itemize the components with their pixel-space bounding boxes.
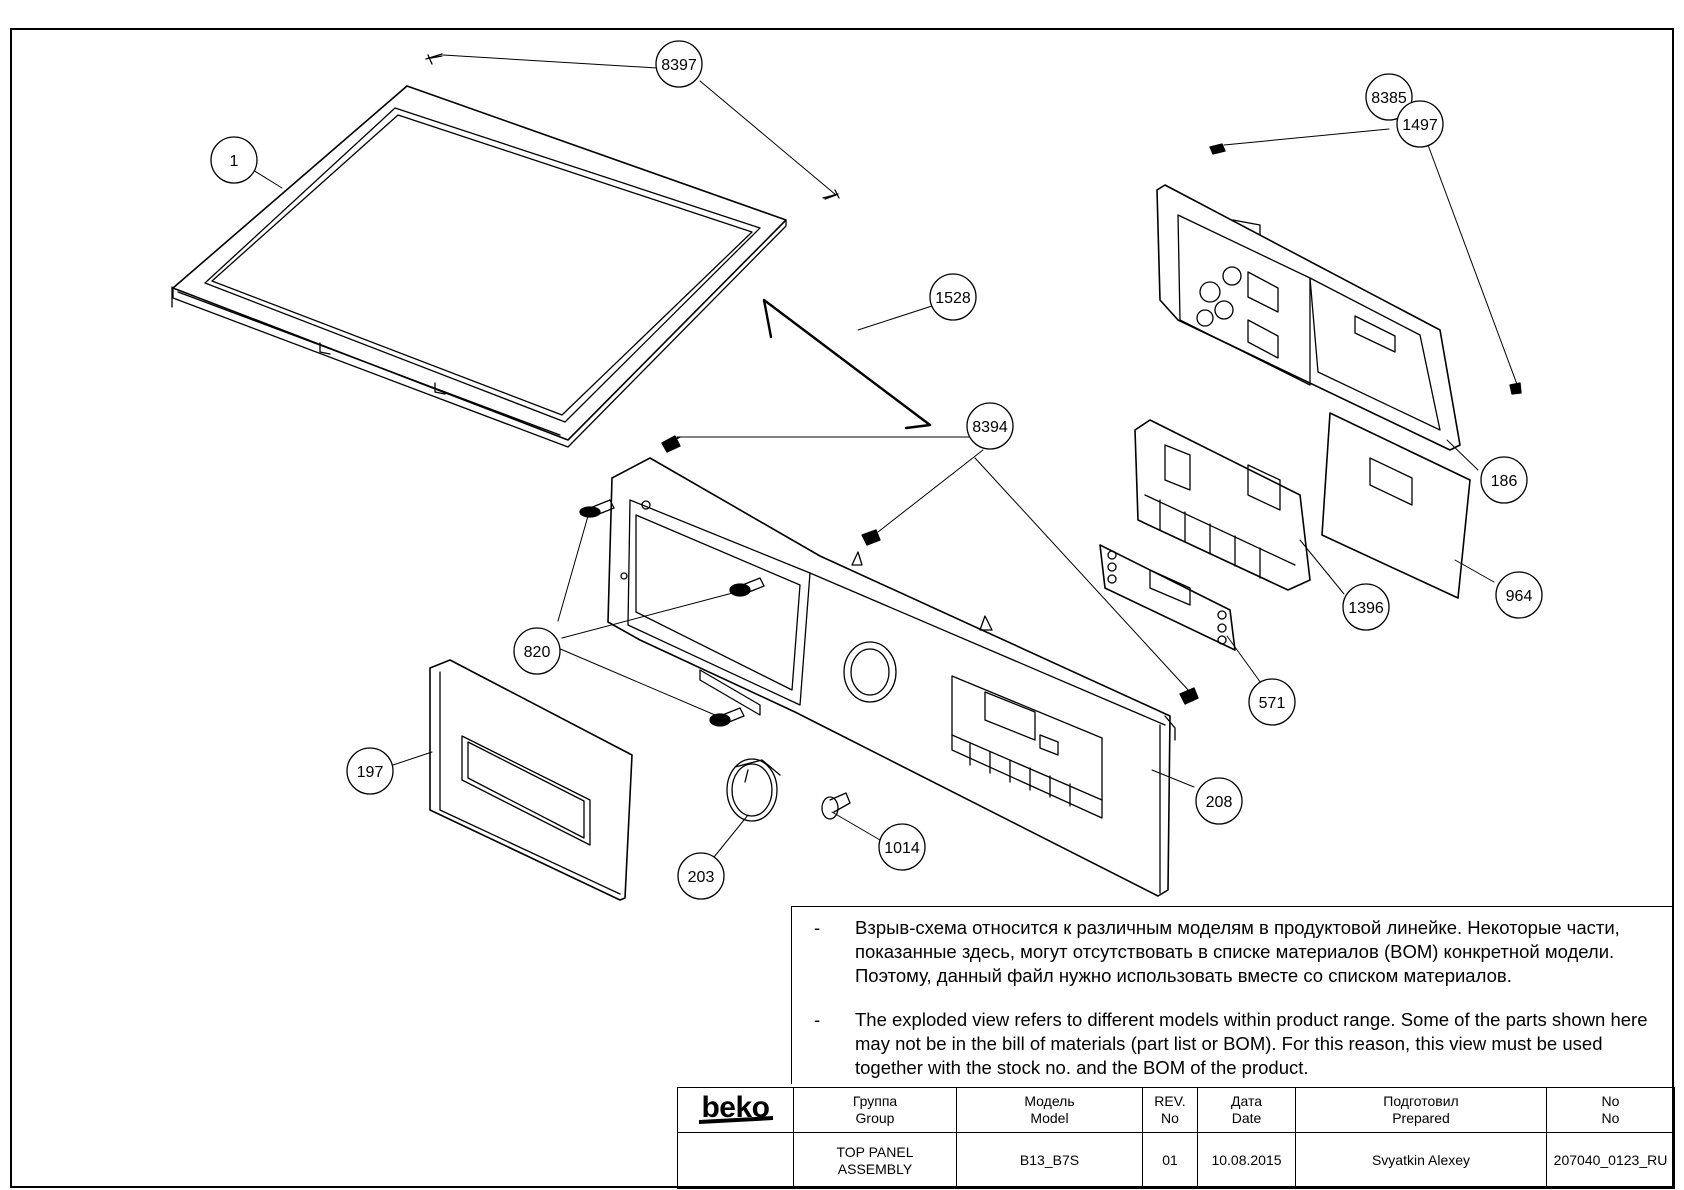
callout-208: 208 <box>1195 777 1243 825</box>
note-text-en: The exploded view refers to different mo… <box>855 1009 1648 1078</box>
date-value: 10.08.2015 <box>1197 1132 1296 1189</box>
callout-label: 1014 <box>884 840 920 857</box>
callout-label: 1 <box>230 153 239 170</box>
callout-label: 820 <box>524 644 551 661</box>
callout-8397: 8397 <box>655 40 703 88</box>
callout-571: 571 <box>1248 678 1296 726</box>
pcb-frame-part <box>1156 184 1461 451</box>
callout-197: 197 <box>346 747 394 795</box>
model-value: B13_B7S <box>956 1132 1143 1189</box>
callout-1396: 1396 <box>1342 583 1390 631</box>
leader-lines <box>252 54 1519 863</box>
rev-header: REV.No <box>1142 1087 1198 1133</box>
beko-logo: beko <box>701 1090 770 1124</box>
shaft-part <box>821 792 851 820</box>
callout-circle <box>1195 777 1243 825</box>
note-text-ru: Взрыв-схема относится к различным моделя… <box>855 917 1620 986</box>
screw-8394-c <box>1179 687 1199 705</box>
key-panel-part <box>1099 544 1236 651</box>
callout-1528: 1528 <box>929 273 977 321</box>
callout-964: 964 <box>1495 571 1543 619</box>
prepared-value: Svyatkin Alexey <box>1295 1132 1547 1189</box>
screw-1497-b <box>1509 382 1522 395</box>
knob-part <box>726 758 781 822</box>
callout-circle <box>966 402 1014 450</box>
cover-plate-part <box>1321 412 1471 599</box>
callout-label: 8385 <box>1371 90 1407 107</box>
callout-1: 1 <box>210 136 258 184</box>
screw-1497-a <box>1209 143 1226 155</box>
callout-1014: 1014 <box>878 823 926 871</box>
note-bullet: - <box>814 917 821 938</box>
rod-1528-part <box>762 298 932 430</box>
callout-label: 186 <box>1491 473 1518 490</box>
rev-value: 01 <box>1142 1132 1198 1189</box>
callout-label: 1528 <box>935 290 971 307</box>
callout-203: 203 <box>677 852 725 900</box>
latch-820-c <box>709 707 745 727</box>
callout-circle <box>210 136 258 184</box>
callout-circle <box>1248 678 1296 726</box>
callout-label: 8394 <box>972 419 1008 436</box>
callout-circle <box>1495 571 1543 619</box>
top-panel-part <box>171 85 787 448</box>
callout-circle <box>513 627 561 675</box>
callout-circle <box>1342 583 1390 631</box>
callout-circle <box>677 852 725 900</box>
latch-820-b <box>729 577 765 597</box>
callout-8385: 8385 <box>1365 73 1413 121</box>
screw-8394-b <box>861 529 881 546</box>
callout-circle <box>1396 100 1444 148</box>
callout-circle <box>346 747 394 795</box>
callout-186: 186 <box>1480 456 1528 504</box>
callout-8394: 8394 <box>966 402 1014 450</box>
callout-circle <box>878 823 926 871</box>
callout-label: 571 <box>1259 695 1286 712</box>
button-holder-part <box>1134 419 1311 591</box>
screw-8397-a <box>425 53 443 65</box>
latch-820-a <box>579 499 615 518</box>
callout-label: 964 <box>1506 588 1533 605</box>
callout-label: 1396 <box>1348 600 1384 617</box>
callout-label: 203 <box>688 869 715 886</box>
callout-label: 8397 <box>661 57 697 74</box>
control-panel-part <box>607 457 1176 897</box>
brand-logo: beko <box>677 1087 794 1133</box>
screw-8394-a <box>661 435 681 453</box>
logo-blank-cell <box>677 1132 794 1189</box>
callout-circle <box>929 273 977 321</box>
callout-label: 208 <box>1206 794 1233 811</box>
notes-box: - Взрыв-схема относится к различным моде… <box>791 906 1674 1084</box>
callout-1497: 1497 <box>1396 100 1444 148</box>
note-bullet: - <box>814 1009 821 1030</box>
callout-circle <box>655 40 703 88</box>
callout-820: 820 <box>513 627 561 675</box>
callout-circle <box>1365 73 1413 121</box>
callout-label: 197 <box>357 764 384 781</box>
number-value: 207040_0123_RU <box>1546 1132 1675 1189</box>
callout-label: 1497 <box>1402 117 1438 134</box>
callout-circle <box>1480 456 1528 504</box>
drawer-front-part <box>429 659 633 901</box>
